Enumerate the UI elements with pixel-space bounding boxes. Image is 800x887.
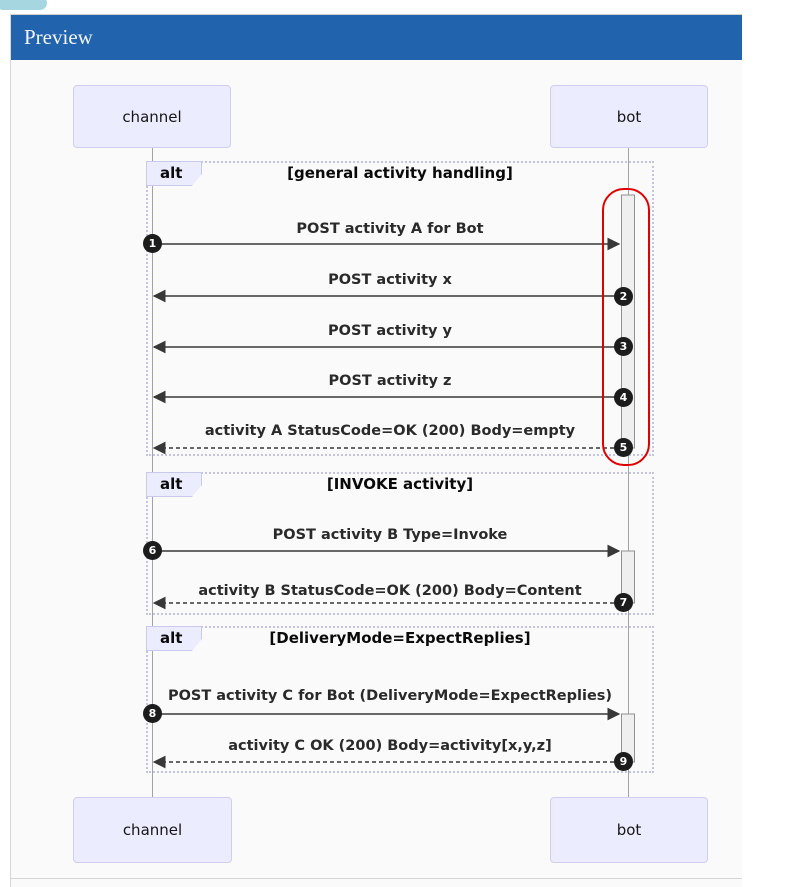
seq-badge-2: 2 bbox=[614, 287, 633, 306]
highlight-oval bbox=[602, 188, 650, 466]
page-title: Preview bbox=[24, 25, 93, 49]
alt-frame-3-label: alt bbox=[146, 626, 202, 651]
corner-tab bbox=[0, 0, 47, 10]
alt-frame-3 bbox=[146, 626, 654, 773]
message-label-6: POST activity B Type=Invoke bbox=[272, 527, 508, 543]
seq-badge-9: 9 bbox=[614, 752, 633, 771]
message-label-9: activity C OK (200) Body=activity[x,y,z] bbox=[228, 738, 552, 754]
seq-badge-7: 7 bbox=[614, 593, 633, 612]
actor-label: bot bbox=[616, 107, 642, 126]
actor-label: channel bbox=[122, 821, 183, 839]
message-label-2: POST activity x bbox=[328, 272, 452, 288]
message-label-5: activity A StatusCode=OK (200) Body=empt… bbox=[204, 423, 576, 439]
alt-frame-2-condition: [INVOKE activity] bbox=[326, 475, 474, 493]
alt-frame-2-label: alt bbox=[146, 472, 202, 497]
message-label-1: POST activity A for Bot bbox=[296, 221, 484, 237]
seq-badge-1: 1 bbox=[143, 234, 162, 253]
alt-frame-3-condition: [DeliveryMode=ExpectReplies] bbox=[269, 629, 531, 647]
panel-bottom-border bbox=[10, 878, 742, 879]
actor-label: channel bbox=[122, 107, 182, 126]
actor-bot-bottom: bot bbox=[550, 797, 708, 863]
message-label-4: POST activity z bbox=[328, 373, 452, 389]
alt-frame-1-condition: [general activity handling] bbox=[287, 164, 513, 182]
actor-label: bot bbox=[616, 821, 642, 839]
actor-channel-bottom: channel bbox=[73, 797, 232, 863]
actor-channel-top: channel bbox=[73, 85, 231, 148]
alt-frame-1 bbox=[146, 161, 654, 456]
message-label-3: POST activity y bbox=[328, 323, 452, 339]
message-label-8: POST activity C for Bot (DeliveryMode=Ex… bbox=[167, 688, 613, 704]
seq-badge-8: 8 bbox=[143, 704, 162, 723]
preview-header: Preview bbox=[11, 15, 742, 60]
seq-badge-4: 4 bbox=[614, 388, 633, 407]
seq-badge-3: 3 bbox=[614, 337, 633, 356]
message-label-7: activity B StatusCode=OK (200) Body=Cont… bbox=[198, 583, 582, 599]
alt-frame-1-label: alt bbox=[146, 161, 202, 186]
actor-bot-top: bot bbox=[550, 85, 708, 148]
seq-badge-6: 6 bbox=[143, 541, 162, 560]
